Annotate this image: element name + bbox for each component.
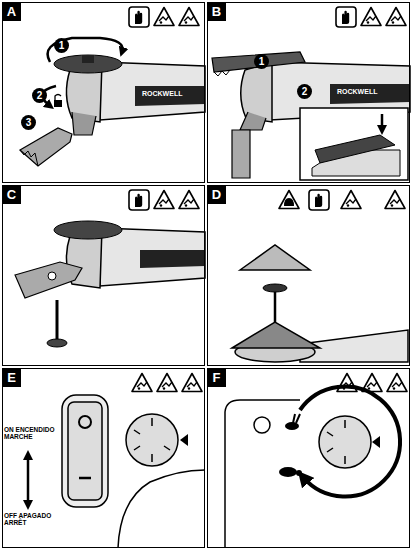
callout-number: 2 — [297, 84, 312, 99]
callout-text: 3 — [26, 118, 32, 128]
panel-letter: D — [207, 185, 226, 204]
callout-number: 3 — [21, 115, 36, 130]
callout-text: 1 — [259, 57, 265, 67]
callout-number: 1 — [254, 54, 269, 69]
brand-name: ROCKWELL — [337, 88, 377, 96]
step-panel: B 1 2 — [207, 2, 410, 183]
callout-text: 1 — [59, 41, 65, 51]
step-panel: E — [2, 368, 205, 548]
panel-letter: A — [2, 2, 21, 21]
brand-name: ROCKWELL — [142, 90, 182, 98]
callout-number: 2 — [32, 88, 47, 103]
callout-number: 1 — [54, 38, 69, 53]
panel-letter: C — [2, 185, 21, 204]
callout-text: 2 — [302, 87, 308, 97]
step-panel: F — [207, 368, 410, 548]
callout-text: 2 — [37, 91, 43, 101]
switch-label: ON ENCENDIDO MARCHE — [4, 426, 58, 441]
panel-letter: F — [207, 368, 226, 387]
panel-letter: E — [2, 368, 21, 387]
panel-letter: B — [207, 2, 226, 21]
step-panel: C — [2, 185, 205, 366]
switch-label: OFF APAGADO ARRÊT — [4, 512, 58, 527]
step-panel: D — [207, 185, 410, 366]
